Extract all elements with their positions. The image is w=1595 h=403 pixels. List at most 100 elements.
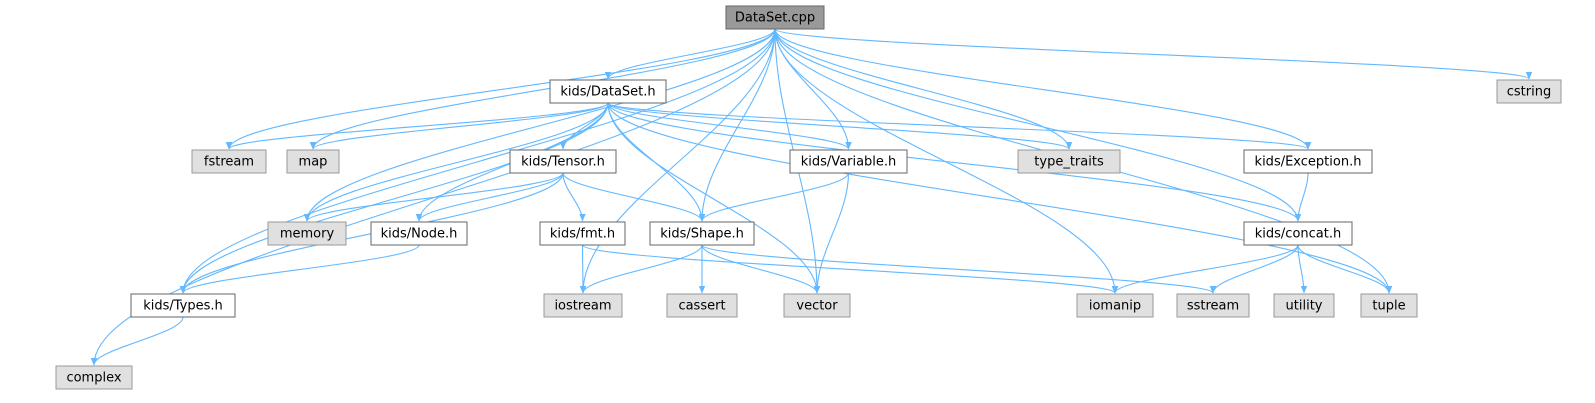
node-box bbox=[1017, 149, 1121, 174]
edge-exception_h-to-concat_h bbox=[1294, 172, 1309, 222]
node-box bbox=[1176, 293, 1250, 318]
node-label: utility bbox=[1286, 299, 1323, 314]
node-box bbox=[1076, 293, 1154, 318]
node-types-h[interactable]: kids/Types.h bbox=[130, 293, 236, 318]
edge-root-to-types_h bbox=[179, 28, 776, 294]
node-label: cstring bbox=[1507, 85, 1551, 100]
edge-fmt_h-to-iostream bbox=[579, 244, 587, 294]
node-sstream: sstream bbox=[1176, 293, 1250, 318]
node-box bbox=[543, 293, 623, 318]
node-label: vector bbox=[796, 299, 838, 314]
edge-dataset_h-to-variable_h bbox=[607, 102, 852, 150]
node-label: kids/Node.h bbox=[381, 227, 458, 242]
node-label: tuple bbox=[1372, 299, 1405, 314]
node-root[interactable]: DataSet.cpp bbox=[725, 5, 825, 30]
node-box bbox=[783, 293, 851, 318]
edge-dataset_h-to-concat_h bbox=[607, 102, 1302, 222]
node-type-traits: type_traits bbox=[1017, 149, 1121, 174]
node-utility: utility bbox=[1273, 293, 1335, 318]
edge-root-to-variable_h bbox=[774, 28, 852, 150]
node-label: kids/concat.h bbox=[1255, 227, 1341, 242]
edge-tensor_h-to-shape_h bbox=[562, 172, 706, 222]
node-box bbox=[191, 149, 267, 174]
edge-tensor_h-to-node_h bbox=[415, 172, 564, 222]
node-fmt-h[interactable]: kids/fmt.h bbox=[539, 221, 626, 246]
edge-shape_h-to-sstream bbox=[701, 244, 1216, 294]
node-label: iostream bbox=[554, 299, 611, 314]
node-iostream: iostream bbox=[543, 293, 623, 318]
node-box bbox=[725, 5, 825, 30]
node-box bbox=[509, 149, 617, 174]
node-box bbox=[1243, 149, 1373, 174]
node-dataset-h[interactable]: kids/DataSet.h bbox=[549, 79, 667, 104]
edge-fmt_h-to-iomanip bbox=[581, 244, 1118, 294]
node-box bbox=[789, 149, 908, 174]
node-box bbox=[370, 221, 468, 246]
node-cassert: cassert bbox=[666, 293, 738, 318]
edge-shape_h-to-iostream bbox=[579, 244, 703, 294]
node-label: kids/Tensor.h bbox=[521, 155, 605, 170]
node-box bbox=[267, 221, 347, 246]
node-tuple: tuple bbox=[1360, 293, 1418, 318]
node-node-h[interactable]: kids/Node.h bbox=[370, 221, 468, 246]
edge-root-to-memory bbox=[303, 28, 776, 222]
edge-concat_h-to-sstream bbox=[1209, 244, 1299, 294]
node-exception-h[interactable]: kids/Exception.h bbox=[1243, 149, 1373, 174]
node-variable-h[interactable]: kids/Variable.h bbox=[789, 149, 908, 174]
edge-root-to-map bbox=[309, 28, 776, 150]
edge-dataset_h-to-map bbox=[309, 102, 609, 150]
node-box bbox=[1496, 79, 1562, 104]
node-label: kids/Shape.h bbox=[660, 227, 744, 242]
edge-root-to-cstring bbox=[774, 28, 1532, 80]
edge-root-to-fstream bbox=[225, 28, 776, 150]
edge-concat_h-to-utility bbox=[1297, 244, 1308, 294]
node-label: type_traits bbox=[1034, 155, 1104, 170]
node-map: map bbox=[286, 149, 340, 174]
node-label: kids/Variable.h bbox=[801, 155, 897, 170]
node-iomanip: iomanip bbox=[1076, 293, 1154, 318]
edge-node_h-to-types_h bbox=[179, 244, 420, 294]
edge-root-to-shape_h bbox=[698, 28, 776, 222]
node-label: map bbox=[299, 155, 328, 170]
edge-tensor_h-to-memory bbox=[303, 172, 564, 222]
node-complex: complex bbox=[55, 365, 133, 390]
node-box bbox=[130, 293, 236, 318]
node-label: sstream bbox=[1187, 299, 1239, 314]
node-label: iomanip bbox=[1089, 299, 1141, 314]
edge-tensor_h-to-fmt_h bbox=[562, 172, 586, 222]
node-label: memory bbox=[280, 227, 335, 242]
edge-concat_h-to-iomanip bbox=[1111, 244, 1299, 294]
nodes-layer: DataSet.cpp kids/DataSet.h cstring fstream m… bbox=[55, 5, 1562, 390]
node-label: kids/Types.h bbox=[143, 299, 223, 314]
node-label: kids/fmt.h bbox=[550, 227, 615, 242]
edge-dataset_h-to-types_h bbox=[179, 102, 609, 294]
node-fstream: fstream bbox=[191, 149, 267, 174]
node-box bbox=[1243, 221, 1353, 246]
node-box bbox=[1360, 293, 1418, 318]
edge-types_h-to-complex bbox=[90, 316, 184, 366]
node-box bbox=[539, 221, 626, 246]
edge-dataset_h-to-vector bbox=[607, 102, 821, 294]
edge-root-to-type_traits bbox=[774, 28, 1073, 150]
edge-root-to-concat_h bbox=[774, 28, 1302, 222]
node-label: kids/DataSet.h bbox=[560, 85, 655, 100]
edge-dataset_h-to-type_traits bbox=[607, 102, 1072, 150]
edge-root-to-exception_h bbox=[774, 28, 1312, 150]
node-vector: vector bbox=[783, 293, 851, 318]
node-label: fstream bbox=[204, 155, 254, 170]
node-tensor-h[interactable]: kids/Tensor.h bbox=[509, 149, 617, 174]
edge-dataset_h-to-tuple bbox=[607, 102, 1393, 294]
node-shape-h[interactable]: kids/Shape.h bbox=[649, 221, 755, 246]
node-box bbox=[1273, 293, 1335, 318]
edge-dataset_h-to-exception_h bbox=[607, 102, 1311, 150]
edge-variable_h-to-shape_h bbox=[698, 172, 850, 222]
edge-dataset_h-to-fstream bbox=[225, 102, 609, 150]
edge-shape_h-to-vector bbox=[701, 244, 821, 294]
node-label: cassert bbox=[678, 299, 725, 314]
node-box bbox=[549, 79, 667, 104]
node-concat-h[interactable]: kids/concat.h bbox=[1243, 221, 1353, 246]
node-box bbox=[666, 293, 738, 318]
edge-dataset_h-to-memory bbox=[303, 102, 609, 222]
node-memory: memory bbox=[267, 221, 347, 246]
